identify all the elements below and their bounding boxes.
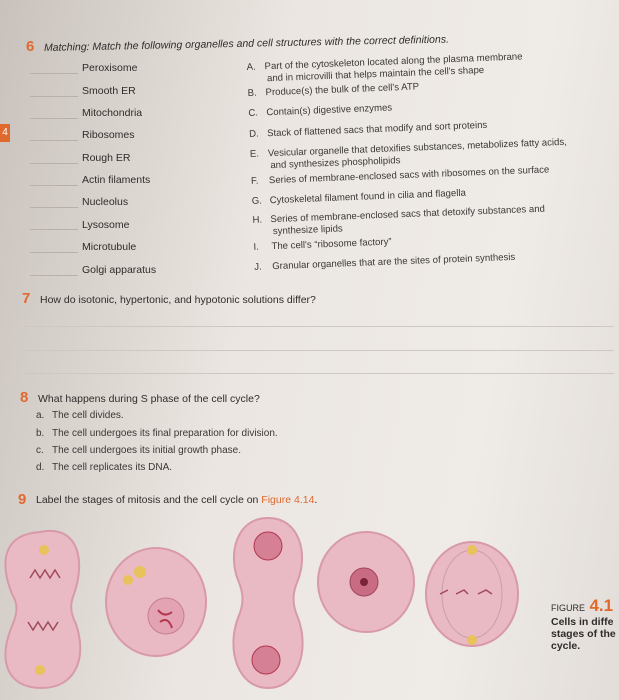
term-2: Smooth ER	[82, 85, 136, 97]
nucleolus	[360, 578, 368, 586]
answer-blank-9[interactable]	[30, 252, 78, 253]
answer-blank-10[interactable]	[30, 275, 78, 276]
definition-i: I.The cell's “ribosome factory”	[253, 236, 392, 253]
question-8-number: 8	[20, 389, 29, 406]
cell-body	[4, 529, 82, 690]
centrosome	[134, 566, 146, 578]
figure-label: FIGURE	[551, 603, 586, 613]
question-6-number: 6	[26, 38, 35, 55]
term-8: Lysosome	[82, 219, 130, 231]
term-4: Ribosomes	[82, 129, 135, 141]
option-b[interactable]: b.The cell undergoes its final preparati…	[36, 428, 278, 439]
caption-line-1: Cells in diffe	[551, 616, 614, 628]
answer-line-3[interactable]	[24, 373, 614, 374]
term-3: Mitochondria	[82, 107, 143, 119]
centrosome	[39, 545, 49, 555]
centrosome	[467, 545, 477, 555]
question-9-number: 9	[18, 491, 27, 508]
figure-caption: FIGURE 4.1 Cells in diffe stages of the …	[551, 596, 616, 652]
answer-line-1[interactable]	[24, 326, 614, 327]
nucleus	[147, 597, 185, 635]
cell-cytokinesis[interactable]	[232, 516, 304, 690]
cell-metaphase[interactable]	[425, 541, 519, 647]
centrosome	[123, 575, 133, 585]
centrosome	[467, 635, 477, 645]
definition-h: H.Series of membrane-enclosed sacs that …	[252, 203, 546, 238]
answer-blank-2[interactable]	[30, 96, 78, 97]
answer-blank-7[interactable]	[30, 207, 78, 208]
definition-j: J.Granular organelles that are the sites…	[254, 251, 516, 273]
term-6: Actin filaments	[82, 174, 151, 186]
cell-interphase[interactable]	[317, 531, 415, 633]
cell-prophase[interactable]	[105, 547, 207, 657]
term-7: Nucleolus	[82, 196, 129, 208]
answer-blank-5[interactable]	[30, 163, 78, 164]
option-c[interactable]: c.The cell undergoes its initial growth …	[36, 445, 241, 456]
caption-line-3: cycle.	[551, 640, 581, 652]
answer-line-2[interactable]	[24, 350, 614, 351]
nucleus	[253, 531, 283, 561]
figure-number: 4.1	[589, 596, 614, 615]
chromosomes	[439, 589, 493, 595]
definition-a: A.Part of the cytoskeleton located along…	[246, 51, 523, 85]
definition-c: C.Contain(s) digestive enzymes	[248, 102, 393, 119]
nucleus	[251, 645, 281, 675]
term-5: Rough ER	[82, 152, 131, 164]
term-9: Microtubule	[82, 241, 137, 253]
cell-cycle-figure	[4, 516, 519, 690]
answer-blank-1[interactable]	[30, 73, 78, 74]
chromosomes	[157, 609, 173, 629]
answer-blank-3[interactable]	[30, 118, 78, 119]
figure-link[interactable]: Figure 4.14	[261, 494, 315, 506]
definition-list: A.Part of the cytoskeleton located along…	[246, 38, 615, 282]
option-d[interactable]: d.The cell replicates its DNA.	[36, 462, 173, 473]
chapter-tab: 4	[0, 124, 10, 142]
option-a[interactable]: a.The cell divides.	[36, 410, 124, 421]
question-9-text: Label the stages of mitosis and the cell…	[36, 494, 318, 506]
definition-d: D.Stack of flattened sacs that modify an…	[248, 119, 488, 140]
term-1: Peroxisome	[82, 62, 138, 74]
cell-body	[425, 541, 519, 647]
definition-b: B.Produce(s) the bulk of the cell's ATP	[247, 81, 420, 99]
term-10: Golgi apparatus	[82, 264, 157, 276]
question-7-number: 7	[22, 290, 31, 307]
question-7-text: How do isotonic, hypertonic, and hypoton…	[40, 294, 316, 306]
definition-g: G.Cytoskeletal filament found in cilia a…	[251, 187, 467, 207]
cell-body	[232, 516, 304, 690]
answer-blank-4[interactable]	[30, 140, 78, 141]
chromosomes	[27, 620, 59, 632]
answer-blank-6[interactable]	[30, 185, 78, 186]
answer-blank-8[interactable]	[30, 229, 78, 230]
centrosome	[35, 665, 45, 675]
definition-e: E.Vesicular organelle that detoxifies su…	[249, 136, 568, 172]
cell-telophase[interactable]	[4, 529, 82, 690]
chromosomes	[29, 568, 61, 580]
question-8-text: What happens during S phase of the cell …	[38, 393, 260, 405]
caption-line-2: stages of the	[551, 628, 616, 640]
